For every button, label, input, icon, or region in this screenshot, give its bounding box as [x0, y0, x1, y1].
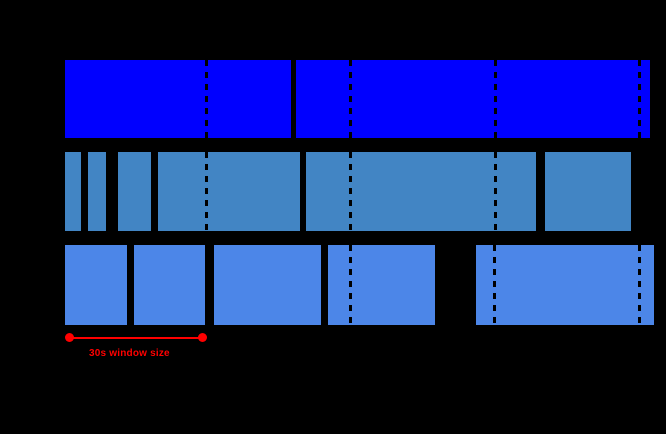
bar-segment-timeline-row-3	[134, 245, 205, 325]
window-size-label: 30s window size	[89, 348, 170, 359]
bar-segment-timeline-row-1	[65, 60, 291, 138]
measure-endpoint-dot-right	[198, 333, 207, 342]
bar-segment-timeline-row-2	[306, 152, 536, 231]
bar-segment-timeline-row-3	[328, 245, 435, 325]
window-boundary-line	[493, 60, 497, 138]
window-size-measure-line	[69, 337, 203, 339]
measure-endpoint-dot-left	[65, 333, 74, 342]
window-boundary-line	[348, 152, 352, 231]
bar-segment-timeline-row-3	[476, 245, 654, 325]
window-boundary-line	[204, 60, 208, 138]
bar-segment-timeline-row-3	[65, 245, 127, 325]
bar-segment-timeline-row-2	[65, 152, 81, 231]
bar-segment-timeline-row-2	[118, 152, 151, 231]
window-boundary-line	[348, 60, 352, 138]
window-boundary-line	[637, 245, 641, 325]
bar-segment-timeline-row-2	[158, 152, 300, 231]
window-boundary-line	[204, 152, 208, 231]
bar-segment-timeline-row-2	[545, 152, 631, 231]
window-boundary-line	[637, 60, 641, 138]
bar-segment-timeline-row-1	[296, 60, 650, 138]
bar-segment-timeline-row-2	[88, 152, 106, 231]
window-boundary-line	[348, 245, 352, 325]
window-boundary-line	[492, 245, 496, 325]
bar-segment-timeline-row-3	[214, 245, 321, 325]
window-boundary-line	[493, 152, 497, 231]
